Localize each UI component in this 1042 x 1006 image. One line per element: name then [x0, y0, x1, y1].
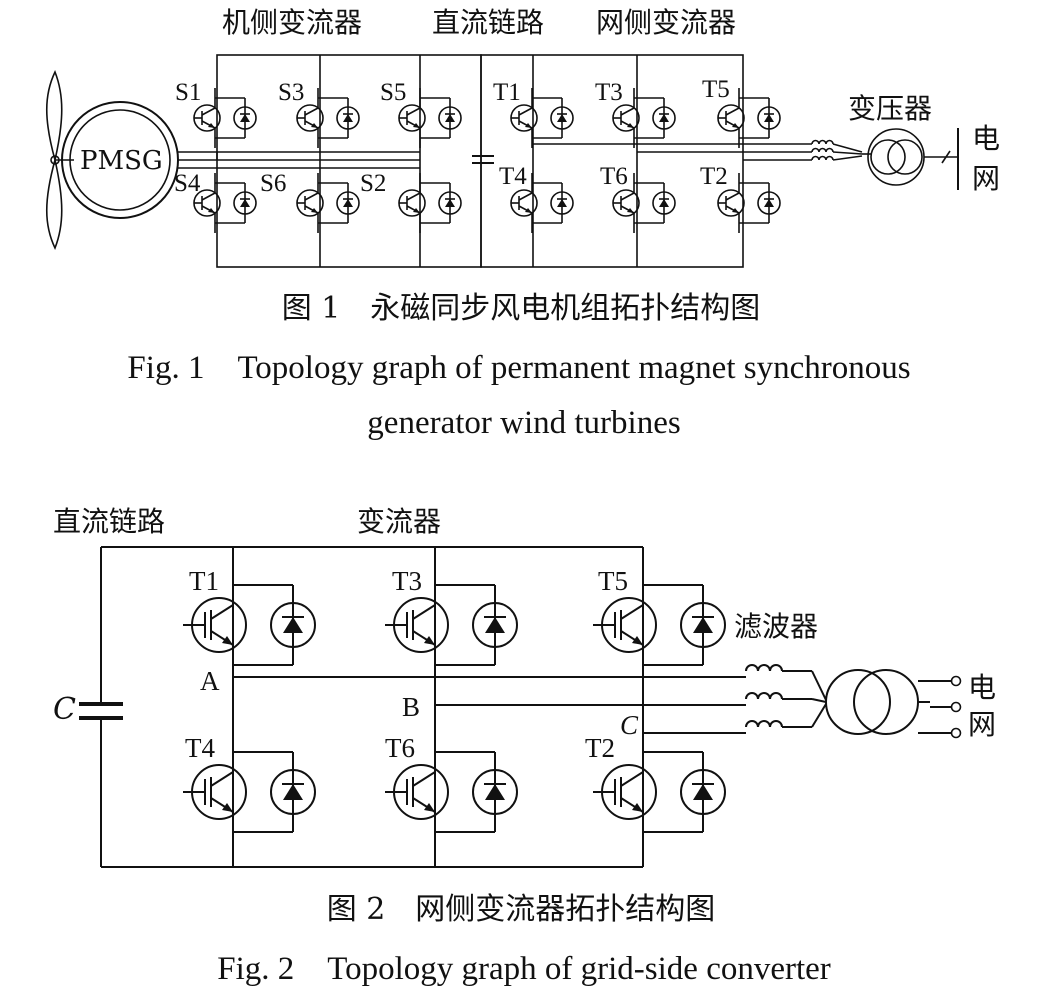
switch-S5: [398, 87, 462, 149]
transformer-icon: [867, 128, 925, 186]
label-T3: T3: [392, 566, 422, 596]
fig1-diagram: 机侧变流器 直流链路 网侧变流器 PMSG: [45, 6, 1000, 441]
fig2-caption-en: Fig. 2 Topology graph of grid-side conve…: [217, 951, 831, 987]
dc-link-label: 直流链路: [432, 6, 544, 39]
label-S3: S3: [278, 79, 304, 106]
label-T4-fig1: T4: [499, 163, 527, 190]
fig1-caption-en-line1: Fig. 1 Topology graph of permanent magne…: [127, 350, 910, 386]
phase-A-label: A: [200, 666, 220, 696]
switch-S2: [398, 172, 462, 234]
fig1-caption-en-line2: generator wind turbines: [367, 405, 680, 441]
switch-S4: [193, 172, 257, 234]
label-S1: S1: [175, 79, 201, 106]
switch-S3: [296, 87, 360, 149]
phase-B-label: B: [402, 692, 420, 722]
capacitor-label: C: [53, 692, 76, 727]
grid-terminal-1: [950, 675, 962, 687]
grid-label-1-fig1: 电: [972, 122, 1000, 155]
machine-converter-frame: [216, 54, 482, 268]
label-T6-fig1: T6: [600, 163, 628, 190]
label-T5: T5: [598, 566, 628, 596]
label-T6: T6: [385, 733, 415, 763]
label-S2: S2: [360, 170, 386, 197]
wind-turbine-icon: [45, 69, 74, 251]
label-T5-fig1: T5: [702, 76, 730, 103]
converter-label: 变流器: [357, 505, 441, 538]
dc-link-label-fig2: 直流链路: [53, 505, 165, 538]
fig2-caption-cn: 图 2 网侧变流器拓扑结构图: [327, 892, 716, 927]
label-T1-fig1: T1: [493, 79, 521, 106]
label-T2-fig1: T2: [700, 163, 728, 190]
phase-C-label: C: [620, 710, 639, 740]
transformer-icon-fig2: [825, 669, 919, 735]
grid-label-2-fig1: 网: [972, 162, 1000, 195]
filter-inductors-icon: [745, 664, 783, 728]
label-T1: T1: [189, 566, 219, 596]
label-T2: T2: [585, 733, 615, 763]
switch-S6: [296, 172, 360, 234]
grid-label-2: 网: [968, 708, 996, 741]
grid-converter-frame: [480, 54, 744, 268]
grid-terminal-3: [950, 727, 962, 739]
filter-label: 滤波器: [734, 610, 818, 643]
label-T4: T4: [185, 733, 215, 763]
machine-side-converter-label: 机侧变流器: [222, 6, 362, 39]
grid-label-1: 电: [968, 671, 996, 704]
switch-S1: [193, 87, 257, 149]
pmsg-inner-icon: [69, 109, 171, 211]
transformer-label: 变压器: [848, 92, 932, 125]
grid-terminal-2: [950, 701, 962, 713]
label-S4: S4: [174, 170, 201, 197]
fig2-diagram: 直流链路 变流器 C T1 T3 T5 T4 T6 T2 A B C: [53, 505, 996, 987]
generator-label: PMSG: [80, 146, 163, 176]
label-S5: S5: [380, 79, 406, 106]
label-S6: S6: [260, 170, 286, 197]
label-T3-fig1: T3: [595, 79, 623, 106]
fig1-caption-cn: 图 1 永磁同步风电机组拓扑结构图: [282, 291, 761, 326]
grid-side-converter-label: 网侧变流器: [596, 6, 736, 39]
